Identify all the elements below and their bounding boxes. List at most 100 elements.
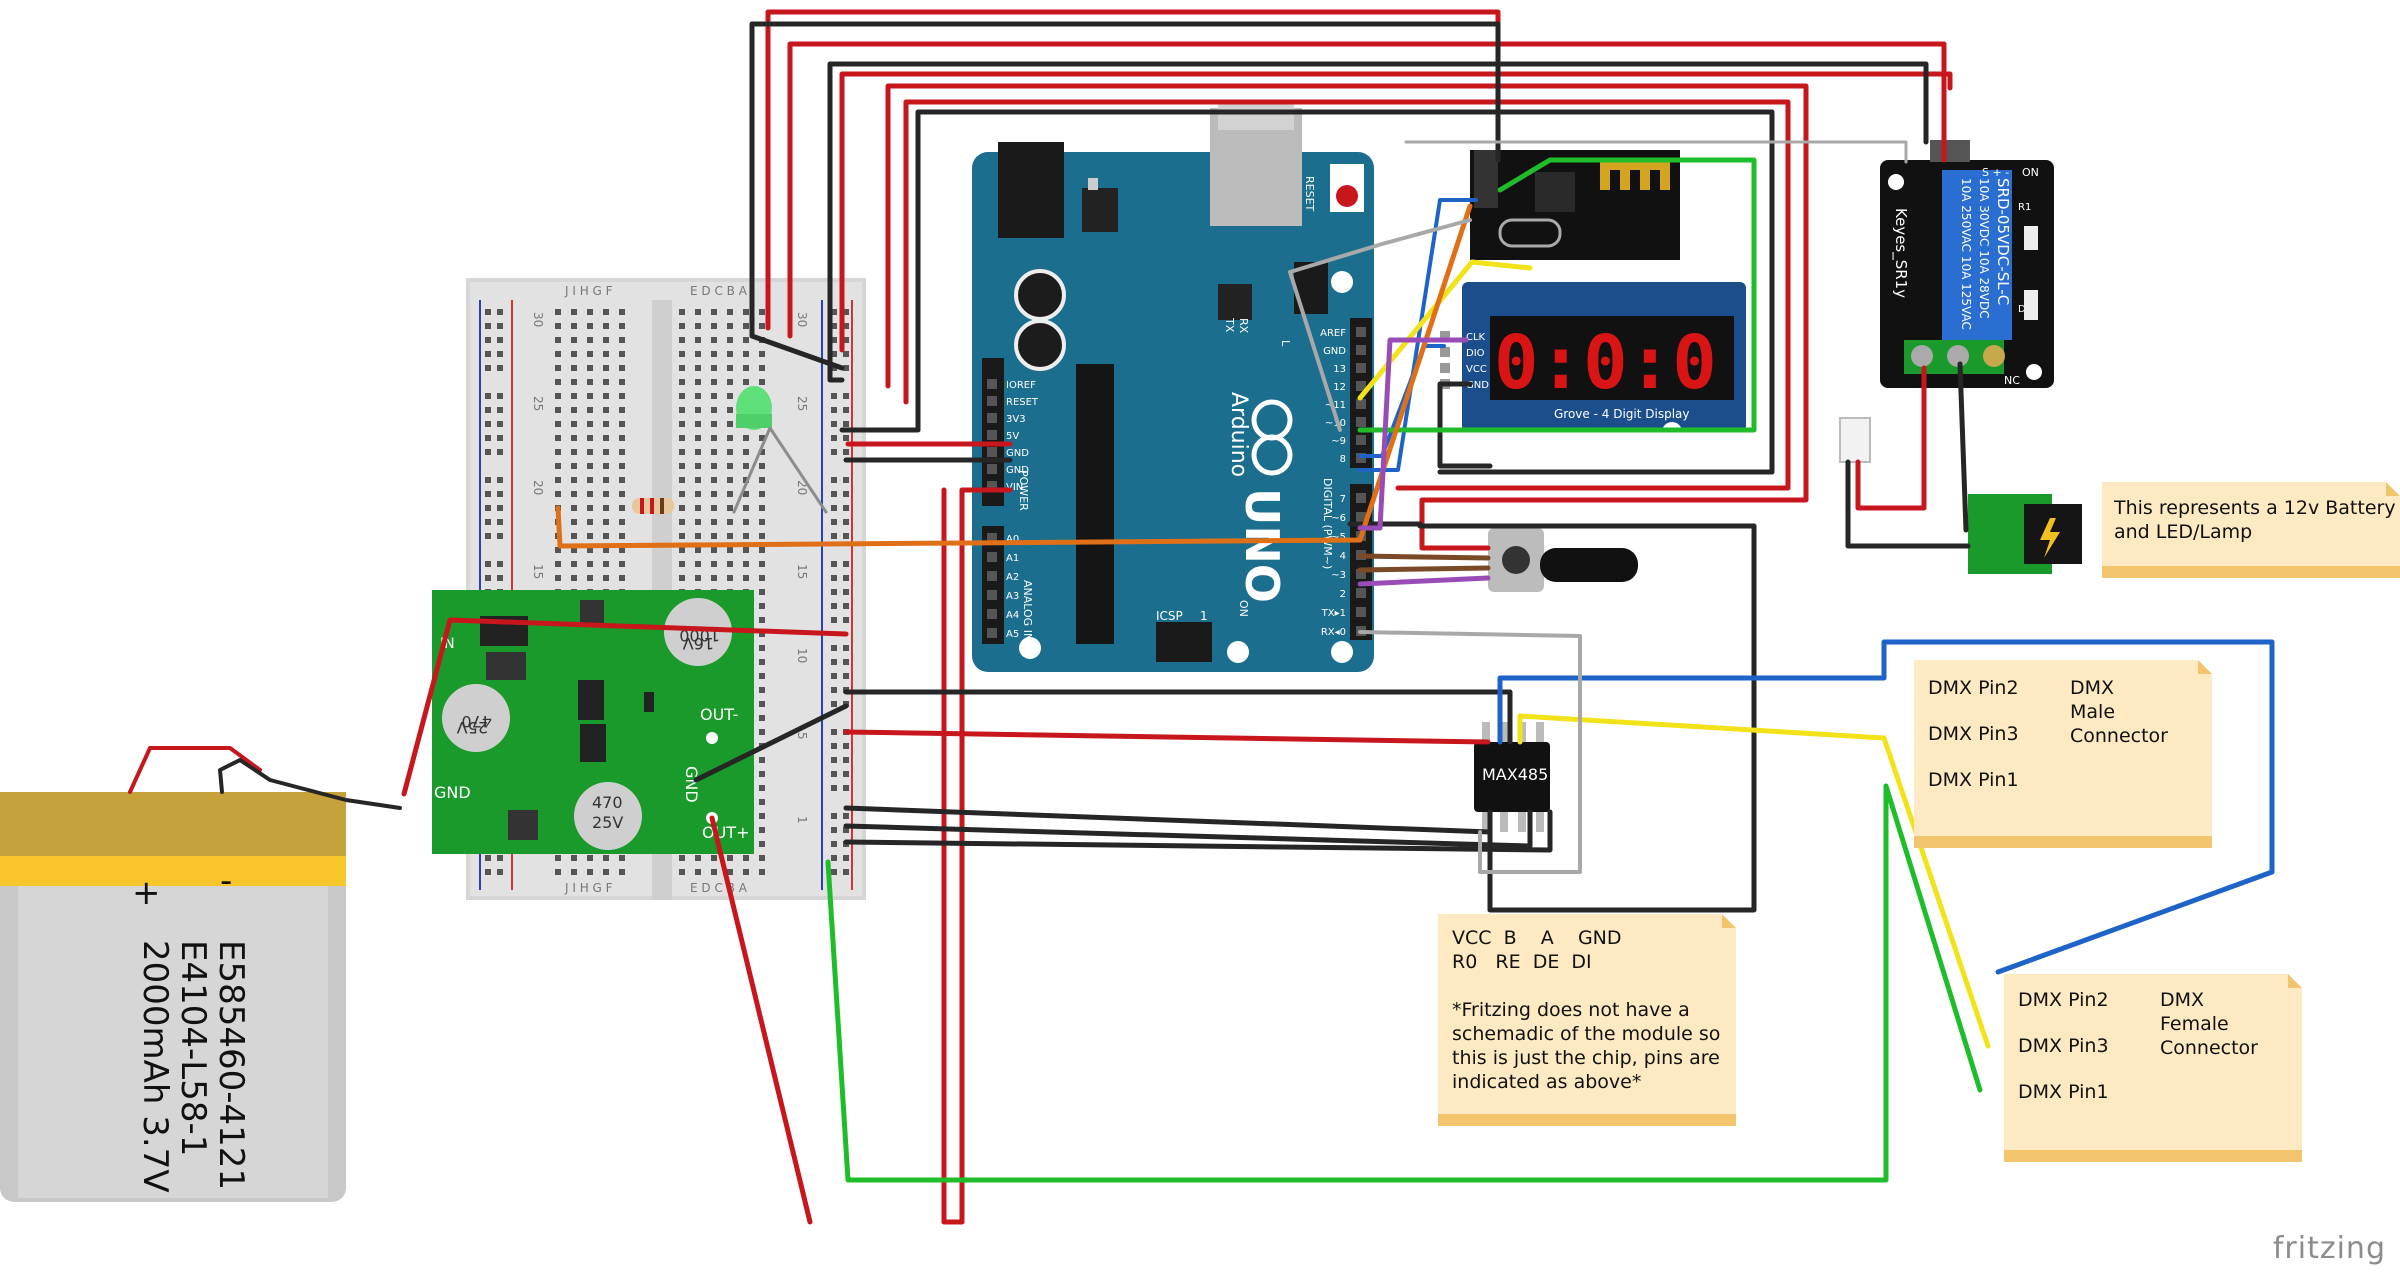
bb-hole xyxy=(727,869,733,875)
bb-rail-hole xyxy=(497,519,503,525)
bb-hole xyxy=(619,491,625,497)
bb-rail-hole xyxy=(831,771,837,777)
bb-hole xyxy=(571,421,577,427)
bb-rail-hole xyxy=(831,561,837,567)
bb-row-number: 20 xyxy=(531,480,545,495)
bb-hole xyxy=(619,421,625,427)
nrf-header xyxy=(1474,150,1498,208)
bb-hole xyxy=(571,561,577,567)
arduino-pin-hole xyxy=(987,590,997,600)
bb-hole xyxy=(555,337,561,343)
reset-button[interactable] xyxy=(1336,185,1358,207)
bb-hole xyxy=(603,869,609,875)
arduino-pin-label: ~11 xyxy=(1325,400,1346,411)
bb-rail-hole xyxy=(485,421,491,427)
bb-rail-hole xyxy=(497,533,503,539)
bb-hole xyxy=(727,505,733,511)
bb-rail-hole xyxy=(485,351,491,357)
bb-rail-hole xyxy=(497,323,503,329)
bb-rail-hole xyxy=(831,673,837,679)
display-pin-label: CLK xyxy=(1466,332,1486,343)
bb-hole xyxy=(727,365,733,371)
relay-spec2: 10A 30VDC 10A 28VDC xyxy=(1977,178,1991,319)
bb-hole xyxy=(711,365,717,371)
bb-rail-hole xyxy=(485,449,491,455)
bb-hole xyxy=(695,463,701,469)
bb-hole xyxy=(679,435,685,441)
bb-hole xyxy=(603,407,609,413)
arduino-pin-label: 13 xyxy=(1333,364,1346,375)
bb-hole xyxy=(759,505,765,511)
bb-hole xyxy=(727,323,733,329)
male-pin3: DMX Pin3 xyxy=(1928,723,2019,745)
bb-hole xyxy=(743,575,749,581)
bb-rail-hole xyxy=(843,813,849,819)
bb-hole xyxy=(679,547,685,553)
bb-rail-hole xyxy=(831,743,837,749)
bb-hole xyxy=(679,421,685,427)
bb-hole xyxy=(695,435,701,441)
arduino-logo xyxy=(1251,399,1293,476)
bb-hole xyxy=(727,519,733,525)
bb-rail-hole xyxy=(497,351,503,357)
bb-hole xyxy=(759,463,765,469)
bb-rail-hole xyxy=(843,757,849,763)
wire-blue xyxy=(1497,639,2275,975)
bb-hole xyxy=(603,491,609,497)
arduino-pin-hole xyxy=(987,481,997,491)
bb-hole xyxy=(727,309,733,315)
battery-line1: E585460-4121 xyxy=(211,940,251,1190)
bb-hole xyxy=(587,463,593,469)
bb-hole xyxy=(571,477,577,483)
bb-rail-hole xyxy=(831,421,837,427)
bb-hole xyxy=(711,407,717,413)
bb-hole xyxy=(679,505,685,511)
bb-hole xyxy=(743,365,749,371)
bb-hole xyxy=(619,449,625,455)
note-max-pins2: R0 RE DE DI xyxy=(1452,951,1592,973)
bb-hole xyxy=(555,435,561,441)
bb-hole xyxy=(571,309,577,315)
bb-hole xyxy=(571,407,577,413)
bb-hole xyxy=(587,337,593,343)
bb-hole xyxy=(695,519,701,525)
bb-hole xyxy=(743,435,749,441)
bb-rail-hole xyxy=(497,449,503,455)
arduino-brand: Arduino xyxy=(1226,392,1251,477)
bb-hole xyxy=(603,463,609,469)
bb-rail-hole xyxy=(843,323,849,329)
bb-hole xyxy=(587,491,593,497)
bb-hole xyxy=(759,533,765,539)
arduino-pin-label: RESET xyxy=(1006,397,1039,408)
bb-rail-hole xyxy=(497,855,503,861)
bb-hole xyxy=(759,561,765,567)
out-minus-label: OUT- xyxy=(700,705,738,724)
bb-hole xyxy=(603,351,609,357)
resistor xyxy=(632,498,674,514)
bb-hole xyxy=(679,561,685,567)
bb-hole xyxy=(555,365,561,371)
bb-hole xyxy=(727,393,733,399)
bb-rail-hole xyxy=(485,855,491,861)
wire-red xyxy=(903,99,1791,491)
bb-rail-hole xyxy=(497,393,503,399)
gnd-left-label: GND xyxy=(434,783,471,802)
arduino-pin-label: IOREF xyxy=(1006,380,1036,391)
note-fold xyxy=(2386,482,2400,496)
wire-red xyxy=(787,41,1947,339)
bb-hole xyxy=(743,869,749,875)
bb-hole xyxy=(727,337,733,343)
bb-rail-hole xyxy=(485,575,491,581)
bb-rail-hole xyxy=(831,855,837,861)
relay-on-label: ON xyxy=(2022,166,2039,179)
wire-grey xyxy=(732,426,828,514)
bb-hole xyxy=(759,449,765,455)
l-label: L xyxy=(1279,340,1292,347)
bb-hole xyxy=(743,855,749,861)
bb-hole xyxy=(759,323,765,329)
arduino-pin-hole xyxy=(987,533,997,543)
regulator xyxy=(1082,188,1118,232)
bb-rail-hole xyxy=(831,701,837,707)
male-title3: Connector xyxy=(2070,725,2168,747)
battery-minus: - xyxy=(220,861,232,901)
